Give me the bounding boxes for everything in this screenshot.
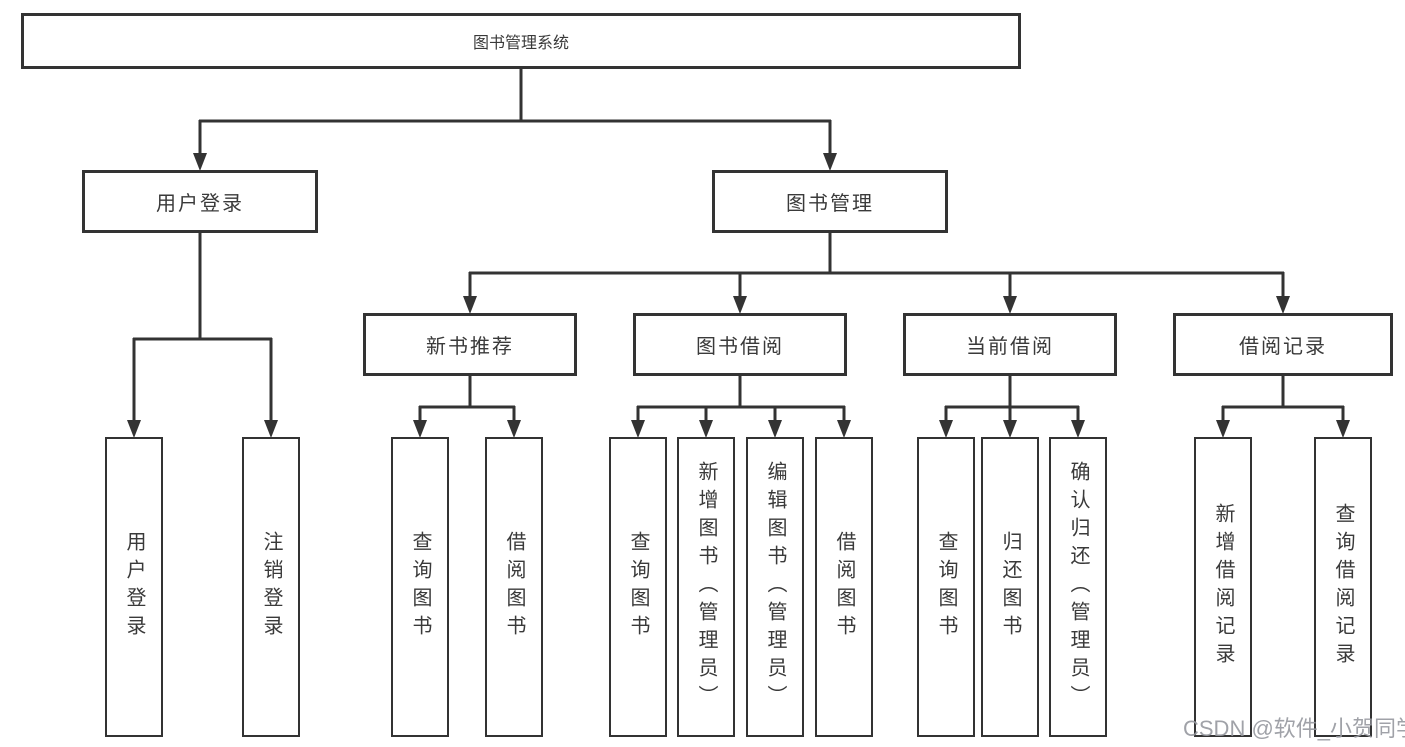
leaf-label: 归还图书	[999, 531, 1021, 643]
node-book-borrow: 图书借阅	[633, 313, 847, 376]
arrow-down-icon	[1071, 420, 1085, 438]
leaf-logout: 注销登录	[242, 437, 300, 737]
leaf-label: 新增借阅记录	[1212, 503, 1234, 671]
leaf-label: 查询图书	[409, 531, 431, 643]
arrow-down-icon	[1336, 420, 1350, 438]
node-root-label: 图书管理系统	[472, 35, 569, 52]
connector-bookmgmt-to-level3	[468, 232, 1285, 299]
leaf-return-book: 归还图书	[981, 437, 1039, 737]
node-root: 图书管理系统	[21, 13, 1021, 69]
leaf-label: 新增图书（管理员）	[695, 461, 717, 713]
arrow-down-icon	[463, 296, 477, 314]
leaf-label: 查询图书	[935, 531, 957, 643]
connector-current-to-leaves	[944, 375, 1080, 423]
node-label: 图书管理	[786, 193, 874, 215]
arrow-down-icon	[193, 153, 207, 171]
node-borrow-records: 借阅记录	[1173, 313, 1393, 376]
leaf-confirm-return-admin: 确认归还（管理员）	[1049, 437, 1107, 737]
arrow-down-icon	[699, 420, 713, 438]
leaf-label: 确认归还（管理员）	[1067, 461, 1089, 713]
leaf-add-borrow-record: 新增借阅记录	[1194, 437, 1252, 737]
arrow-down-icon	[631, 420, 645, 438]
leaf-label: 注销登录	[260, 531, 282, 643]
leaf-add-book-admin: 新增图书（管理员）	[677, 437, 735, 737]
arrow-down-icon	[413, 420, 427, 438]
connector-borrow-to-leaves	[636, 375, 846, 423]
node-label: 图书借阅	[696, 336, 784, 358]
leaf-query-book-current: 查询图书	[917, 437, 975, 737]
leaf-query-borrow-record: 查询借阅记录	[1314, 437, 1372, 737]
leaf-query-book-recommend: 查询图书	[391, 437, 449, 737]
node-current-borrow: 当前借阅	[903, 313, 1117, 376]
arrow-down-icon	[507, 420, 521, 438]
arrow-down-icon	[1003, 420, 1017, 438]
arrow-down-icon	[733, 296, 747, 314]
leaf-borrow-book-recommend: 借阅图书	[485, 437, 543, 737]
node-label: 借阅记录	[1239, 336, 1327, 358]
arrow-down-icon	[127, 420, 141, 438]
arrow-down-icon	[768, 420, 782, 438]
connector-userlogin-to-leaves	[132, 232, 273, 423]
leaf-user-login: 用户登录	[105, 437, 163, 737]
leaf-label: 借阅图书	[833, 531, 855, 643]
node-label: 用户登录	[156, 193, 244, 215]
leaf-borrow-book: 借阅图书	[815, 437, 873, 737]
leaf-label: 用户登录	[123, 531, 145, 643]
leaf-edit-book-admin: 编辑图书（管理员）	[746, 437, 804, 737]
connector-records-to-leaves	[1221, 375, 1345, 423]
arrow-down-icon	[1276, 296, 1290, 314]
node-label: 当前借阅	[966, 336, 1054, 358]
leaf-label: 查询借阅记录	[1332, 503, 1354, 671]
arrow-down-icon	[264, 420, 278, 438]
arrow-down-icon	[837, 420, 851, 438]
node-label: 新书推荐	[426, 336, 514, 358]
csdn-watermark: CSDN @软件_小贺同学	[1183, 716, 1405, 741]
leaf-label: 查询图书	[627, 531, 649, 643]
node-book-management: 图书管理	[712, 170, 948, 233]
arrow-down-icon	[1216, 420, 1230, 438]
leaf-query-book-borrow: 查询图书	[609, 437, 667, 737]
arrow-down-icon	[1003, 296, 1017, 314]
connector-recommend-to-leaves	[418, 375, 516, 423]
arrow-down-icon	[939, 420, 953, 438]
node-new-book-recommend: 新书推荐	[363, 313, 577, 376]
connector-root-to-level2	[198, 68, 832, 157]
arrow-down-icon	[823, 153, 837, 171]
leaf-label: 借阅图书	[503, 531, 525, 643]
node-user-login: 用户登录	[82, 170, 318, 233]
leaf-label: 编辑图书（管理员）	[764, 461, 786, 713]
